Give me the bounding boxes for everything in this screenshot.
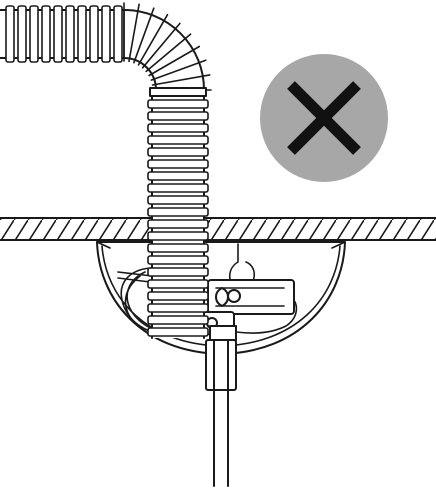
conduit-rib	[147, 147, 209, 157]
conduit-rib	[147, 255, 209, 265]
conduit-rib	[147, 315, 209, 325]
internal-wiring	[117, 243, 298, 335]
terminal-block	[207, 279, 295, 315]
conduit-rib	[65, 5, 75, 63]
conduit-rib	[53, 5, 63, 63]
conduit-rib	[113, 5, 123, 63]
conduit-rib	[145, 33, 192, 73]
conduit-rib	[147, 135, 209, 145]
conduit-rib	[89, 5, 99, 63]
conduit-rib	[17, 5, 27, 63]
conduit-rib	[147, 279, 209, 289]
conduit-rib	[41, 5, 51, 63]
conduit-rib	[77, 5, 87, 63]
conduit-rib	[101, 5, 111, 63]
conduit-rib	[141, 22, 181, 69]
conduit-rib	[147, 123, 209, 133]
conduit-rib	[147, 303, 209, 313]
outgoing-cable	[205, 339, 237, 487]
conduit-rib	[137, 13, 169, 66]
conduit-rib	[147, 219, 209, 229]
conduit-rib	[147, 243, 209, 253]
conduit-rib	[5, 5, 15, 63]
conduit-rib	[147, 111, 209, 121]
conduit-rib	[147, 171, 209, 181]
conduit-rib	[29, 5, 39, 63]
conduit-rib	[147, 159, 209, 169]
conduit-rib	[147, 99, 209, 109]
conduit-rib	[148, 45, 201, 77]
flexible-conduit	[0, 2, 212, 339]
conduit-rib	[150, 59, 207, 81]
do-not-icon	[260, 54, 388, 182]
conduit-rib	[147, 327, 209, 337]
conduit-rib	[147, 267, 209, 277]
conduit-rib	[147, 291, 209, 301]
conduit-rib	[151, 74, 211, 86]
conduit-rib	[147, 183, 209, 193]
conduit-rib	[133, 7, 155, 64]
conduit-rib	[147, 231, 209, 241]
ceiling-slab	[0, 217, 436, 241]
conduit-rib	[128, 3, 140, 63]
conduit-rib	[147, 207, 209, 217]
conduit-rib	[147, 195, 209, 205]
